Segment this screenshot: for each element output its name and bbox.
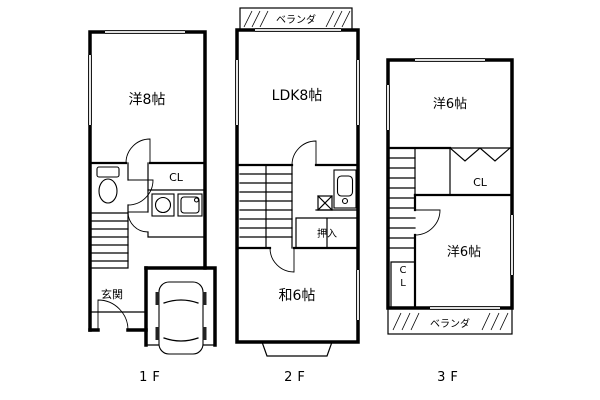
2f-balcony-hatch bbox=[243, 10, 351, 28]
1f-stairs-box bbox=[89, 212, 129, 269]
floor-2f: ベランダ LDK8帖 押入 和6帖 2F bbox=[234, 7, 361, 385]
2f-ldk-door-arc bbox=[291, 140, 317, 166]
3f-room-door-arc bbox=[414, 209, 441, 236]
kitchen-sink-icon bbox=[336, 175, 354, 197]
room-label-balcony-2f: ベランダ bbox=[276, 13, 316, 26]
2f-left-window bbox=[235, 60, 239, 125]
2f-stairs-treads bbox=[239, 173, 293, 238]
toilet-icon bbox=[98, 178, 118, 204]
1f-top-window bbox=[105, 30, 185, 34]
1f-left-window bbox=[88, 55, 92, 125]
2f-top-window-bg bbox=[255, 27, 341, 33]
1f-closet-walls bbox=[147, 162, 206, 191]
floor-label-1f: 1F bbox=[139, 370, 165, 385]
2f-stairs-box bbox=[265, 164, 293, 249]
1f-left-window-bg bbox=[87, 55, 93, 125]
floor-3f: 洋6帖 CL 洋6帖 CL ベランダ 3F bbox=[385, 57, 515, 385]
car-icon bbox=[158, 281, 204, 355]
1f-bath-walls bbox=[147, 189, 206, 238]
pipe-space-box bbox=[317, 195, 333, 211]
1f-entrance-door-arc bbox=[97, 299, 129, 331]
3f-left-window-bg bbox=[385, 85, 391, 130]
1f-stairs-treads bbox=[89, 220, 129, 262]
room-label-balcony-3f: ベランダ bbox=[430, 317, 470, 330]
toilet-tank-icon bbox=[96, 166, 120, 178]
3f-right-window bbox=[510, 215, 514, 275]
3f-balcony-door bbox=[430, 306, 500, 310]
floor-label-3f: 3F bbox=[437, 370, 463, 385]
3f-left-window bbox=[386, 85, 390, 130]
3f-balcony-hatch bbox=[392, 312, 509, 331]
room-label-closet-1f: CL bbox=[169, 171, 184, 184]
2f-japanese-room-door-arc bbox=[269, 247, 295, 273]
room-label-western8-1f: 洋8帖 bbox=[129, 92, 166, 108]
3f-side-closet-walls bbox=[390, 261, 416, 309]
3f-balcony-door-bg bbox=[430, 305, 500, 311]
washstand-bowl-icon bbox=[154, 196, 172, 214]
2f-top-window bbox=[255, 28, 341, 32]
room-label-closet-top-3f: CL bbox=[473, 176, 488, 189]
1f-room-door-arc bbox=[125, 138, 151, 164]
room-label-oshiire-2f: 押入 bbox=[317, 227, 337, 240]
2f-right-window-bg bbox=[355, 60, 361, 125]
1f-toilet-door-arc bbox=[127, 179, 154, 206]
3f-closet-track bbox=[449, 147, 513, 196]
room-label-western6-top-3f: 洋6帖 bbox=[433, 97, 467, 112]
car-windows-icon bbox=[163, 299, 199, 342]
room-label-western6-bottom-3f: 洋6帖 bbox=[447, 245, 481, 260]
room-label-ldk-2f: LDK8帖 bbox=[272, 88, 323, 104]
bifold-doors-icon bbox=[449, 147, 511, 162]
3f-right-window-bg bbox=[509, 215, 515, 275]
floor-label-2f: 2F bbox=[284, 370, 310, 385]
floor-1f: 洋8帖 CL 玄関 1F bbox=[87, 29, 217, 385]
2f-bay-window bbox=[261, 341, 333, 357]
3f-top-window bbox=[415, 58, 485, 62]
2f-japanese-room-window bbox=[356, 270, 360, 320]
2f-left-window-bg bbox=[234, 60, 240, 125]
2f-right-window bbox=[356, 60, 360, 125]
kitchen-faucet-icon bbox=[341, 197, 349, 205]
1f-top-window-bg bbox=[105, 29, 185, 35]
1f-bath-door-arc bbox=[127, 211, 149, 233]
room-label-japanese6-2f: 和6帖 bbox=[279, 288, 316, 304]
3f-stairs-treads bbox=[387, 157, 416, 249]
laundry-drain-icon bbox=[193, 197, 200, 203]
3f-top-window-bg bbox=[415, 57, 485, 63]
room-label-entrance-1f: 玄関 bbox=[101, 287, 123, 301]
2f-oshiire-walls bbox=[295, 217, 359, 249]
pipe-space-cross-icon bbox=[317, 195, 333, 211]
room-label-closet-side-3f: CL bbox=[398, 265, 409, 291]
2f-japanese-room-window-bg bbox=[355, 270, 361, 320]
